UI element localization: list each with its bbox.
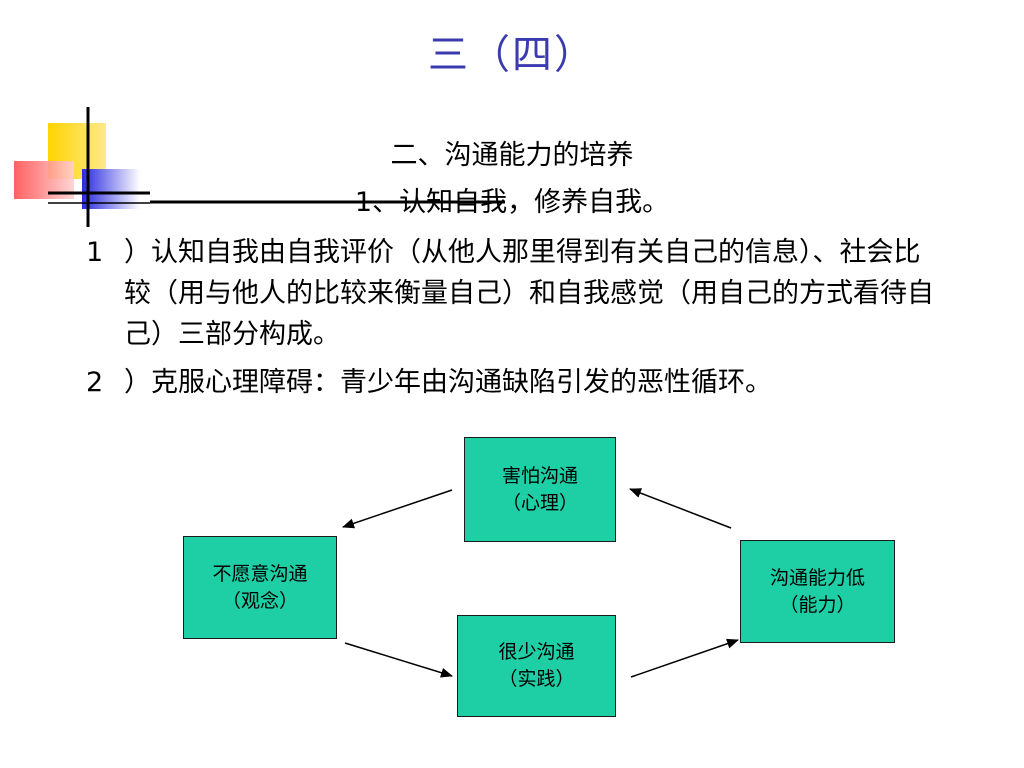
paragraph-text: ）克服心理障碍：青少年由沟通缺陷引发的恶性循环。 (124, 367, 772, 398)
node-unwilling: 不愿意沟通 （观念） (183, 536, 337, 639)
node-sublabel: （实践） (498, 668, 575, 690)
node-label: 很少沟通 (498, 641, 575, 663)
paragraph-text: ）认知自我由自我评价（从他人那里得到有关自己的信息）、社会比较（用与他人的比较来… (124, 237, 934, 350)
decorative-corner-logo (14, 107, 150, 227)
section-heading: 二、沟通能力的培养 (390, 140, 634, 171)
node-sublabel: （观念） (221, 589, 298, 612)
paragraph-1: 1 ）认知自我由自我评价（从他人那里得到有关自己的信息）、社会比较（用与他人的比… (86, 232, 936, 355)
node-low-ability: 沟通能力低 （能力） (740, 540, 895, 643)
node-label: 不愿意沟通 (212, 562, 308, 585)
sub-heading: 1、认知自我，修养自我。 (354, 187, 670, 218)
paragraph-number: 1 (86, 237, 104, 268)
node-fear: 害怕沟通 （心理） (464, 437, 616, 542)
node-rare-communication: 很少沟通 （实践） (457, 615, 616, 717)
node-sublabel: （心理） (501, 491, 578, 514)
slide-title: 三（四） (428, 32, 596, 78)
node-sublabel: （能力） (779, 593, 856, 616)
paragraph-number: 2 (86, 367, 104, 398)
node-label: 沟通能力低 (769, 566, 865, 589)
node-label: 害怕沟通 (501, 464, 578, 487)
paragraph-2: 2 ）克服心理障碍：青少年由沟通缺陷引发的恶性循环。 (86, 362, 936, 403)
